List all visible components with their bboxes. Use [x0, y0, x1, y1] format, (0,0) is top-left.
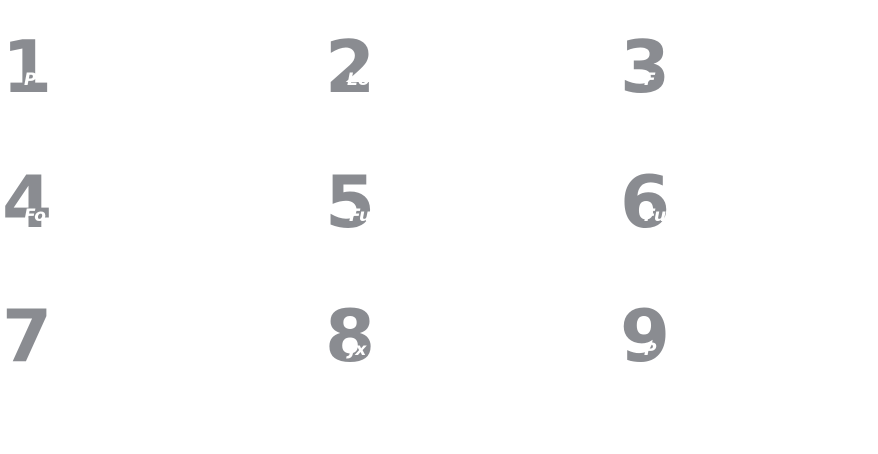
item-overlay-label: P	[24, 70, 37, 90]
grid-item-2: 2 Lo	[325, 31, 525, 111]
item-number: 1	[2, 25, 52, 109]
item-number: 4	[2, 160, 52, 244]
grid-item-9: 9 P	[620, 300, 820, 380]
grid-item-5: 5 Fu	[325, 166, 525, 246]
grid-item-1: 1 P	[2, 31, 202, 111]
item-overlay-label: Fo	[24, 206, 46, 226]
item-number: 6	[620, 160, 670, 244]
item-number: 2	[325, 25, 375, 109]
grid-item-3: 3 F	[620, 31, 820, 111]
item-overlay-label: Fu	[349, 206, 372, 226]
grid-item-4: 4 Fo	[2, 166, 202, 246]
item-number: 7	[2, 294, 52, 378]
grid-item-6: 6 Fu	[620, 166, 820, 246]
item-number: 3	[620, 25, 670, 109]
item-overlay-label: F	[644, 70, 656, 90]
grid-item-8: 8 Jx	[325, 300, 525, 380]
item-overlay-label: Fu	[644, 206, 667, 226]
item-number: 5	[325, 160, 375, 244]
grid-item-7: 7	[2, 300, 202, 380]
item-number: 8	[325, 294, 375, 378]
item-number: 9	[620, 294, 670, 378]
item-overlay-label: Jx	[349, 340, 367, 360]
item-overlay-label: P	[644, 340, 657, 360]
item-overlay-label: Lo	[347, 70, 370, 90]
